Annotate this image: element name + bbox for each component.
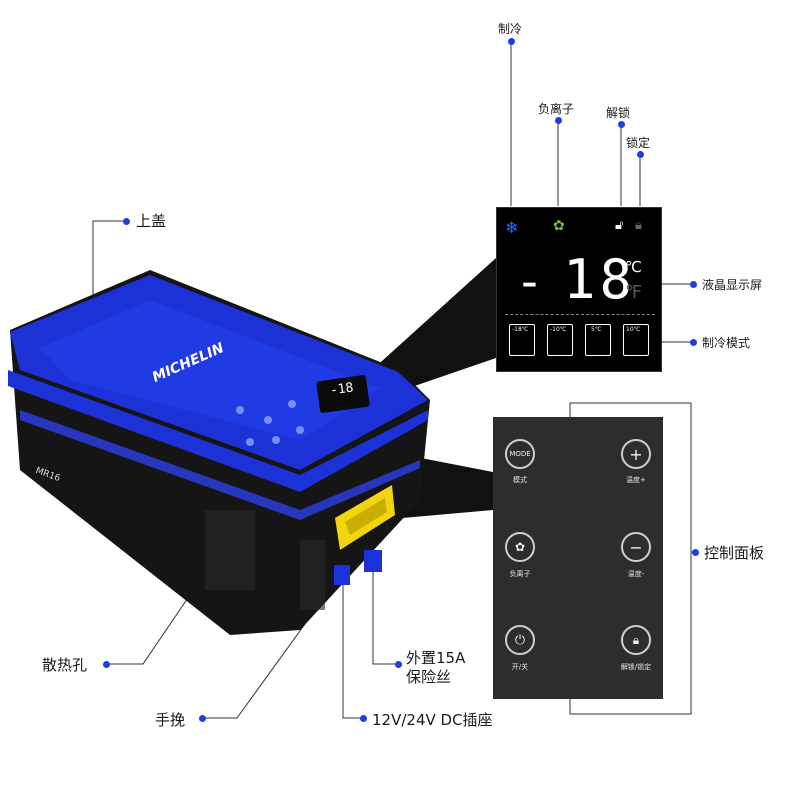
padlock-icon: 🔒︎: [632, 632, 640, 647]
temp-up-label: 温度+: [626, 476, 646, 484]
lcd-label: 液晶显示屏: [702, 278, 763, 292]
control-panel-zoom: MODE 模式 + 温度+ ✿ 负离子 − 温度- ⏻ 开/关 🔒︎ 解锁/锁定: [493, 417, 663, 699]
lock-label: 锁定: [626, 136, 651, 150]
temp-down-button[interactable]: −: [621, 532, 651, 562]
unlock-dot: [618, 121, 625, 128]
anion-icon: ✿: [514, 540, 526, 554]
celsius-unit: ℃: [625, 258, 642, 276]
handle-label: 手挽: [155, 711, 186, 729]
temp-up-button[interactable]: +: [621, 439, 651, 469]
fridge-illustration: MICHELIN -18 MR16: [0, 270, 440, 640]
cool-mode-dot: [690, 339, 697, 346]
lid-label: 上盖: [136, 212, 167, 230]
lid-dot: [123, 218, 130, 225]
mode-temp-4: 10℃: [626, 326, 641, 333]
fridge-svg: [8, 270, 430, 635]
lcd-dot: [690, 281, 697, 288]
lock-unlock-label: 解锁/锁定: [620, 663, 652, 671]
mode-drinks-box: [585, 324, 611, 356]
mode-temp-1: -18℃: [512, 326, 529, 333]
unlock-label: 解锁: [606, 106, 631, 120]
minus-icon: −: [629, 537, 643, 557]
dc-socket-label: 12V/24V DC插座: [372, 711, 493, 729]
cooling-dot: [508, 38, 515, 45]
mode-temp-3: 5℃: [591, 326, 602, 333]
lock-unlock-button[interactable]: 🔒︎: [621, 625, 651, 655]
mode-button-label: 模式: [513, 476, 527, 484]
vents-dot: [103, 661, 110, 668]
plus-icon: +: [629, 444, 643, 464]
mode-icecream-box: [547, 324, 573, 356]
vents-label: 散热孔: [42, 656, 88, 674]
mode-button-text: MODE: [509, 450, 531, 458]
cool-mode-label: 制冷模式: [702, 336, 751, 350]
mode-wine-box: [623, 324, 649, 356]
lcd-sign: -: [515, 254, 544, 310]
anion-button-label: 负离子: [509, 570, 531, 578]
fahrenheit-unit: ℉: [625, 282, 643, 303]
handle-dot: [199, 715, 206, 722]
anion-dot: [555, 117, 562, 124]
fuse-label-line1: 外置15A: [406, 649, 466, 667]
anion-button[interactable]: ✿: [505, 532, 535, 562]
unlock-icon: 🔓︎: [615, 218, 624, 233]
leaf-icon: ✿: [553, 218, 565, 234]
mode-temp-2: -10℃: [550, 326, 567, 333]
lock-icon: 🔒︎: [635, 218, 642, 233]
control-panel-label: 控制面板: [704, 544, 765, 562]
lcd-divider: [505, 314, 655, 315]
fuse-dot: [395, 661, 402, 668]
control-panel-dot: [692, 549, 699, 556]
mode-freeze-box: [509, 324, 535, 356]
cooling-label: 制冷: [498, 22, 523, 36]
lcd-screen-zoom: ❄ ✿ 🔓︎ 🔒︎ - 18 ℃ ℉ -18℃ -10℃ 5℃ 10℃: [496, 207, 662, 372]
fuse-label-line2: 保险丝: [406, 668, 452, 686]
power-icon: ⏻: [514, 632, 526, 648]
anion-label: 负离子: [538, 102, 575, 116]
lcd-value: 18: [563, 248, 637, 311]
power-button[interactable]: ⏻: [505, 625, 535, 655]
temp-down-label: 温度-: [627, 570, 645, 578]
lock-dot: [637, 151, 644, 158]
mode-button[interactable]: MODE: [505, 439, 535, 469]
snowflake-icon: ❄: [505, 218, 519, 237]
power-button-label: 开/关: [511, 663, 529, 671]
dc-socket-dot: [360, 715, 367, 722]
